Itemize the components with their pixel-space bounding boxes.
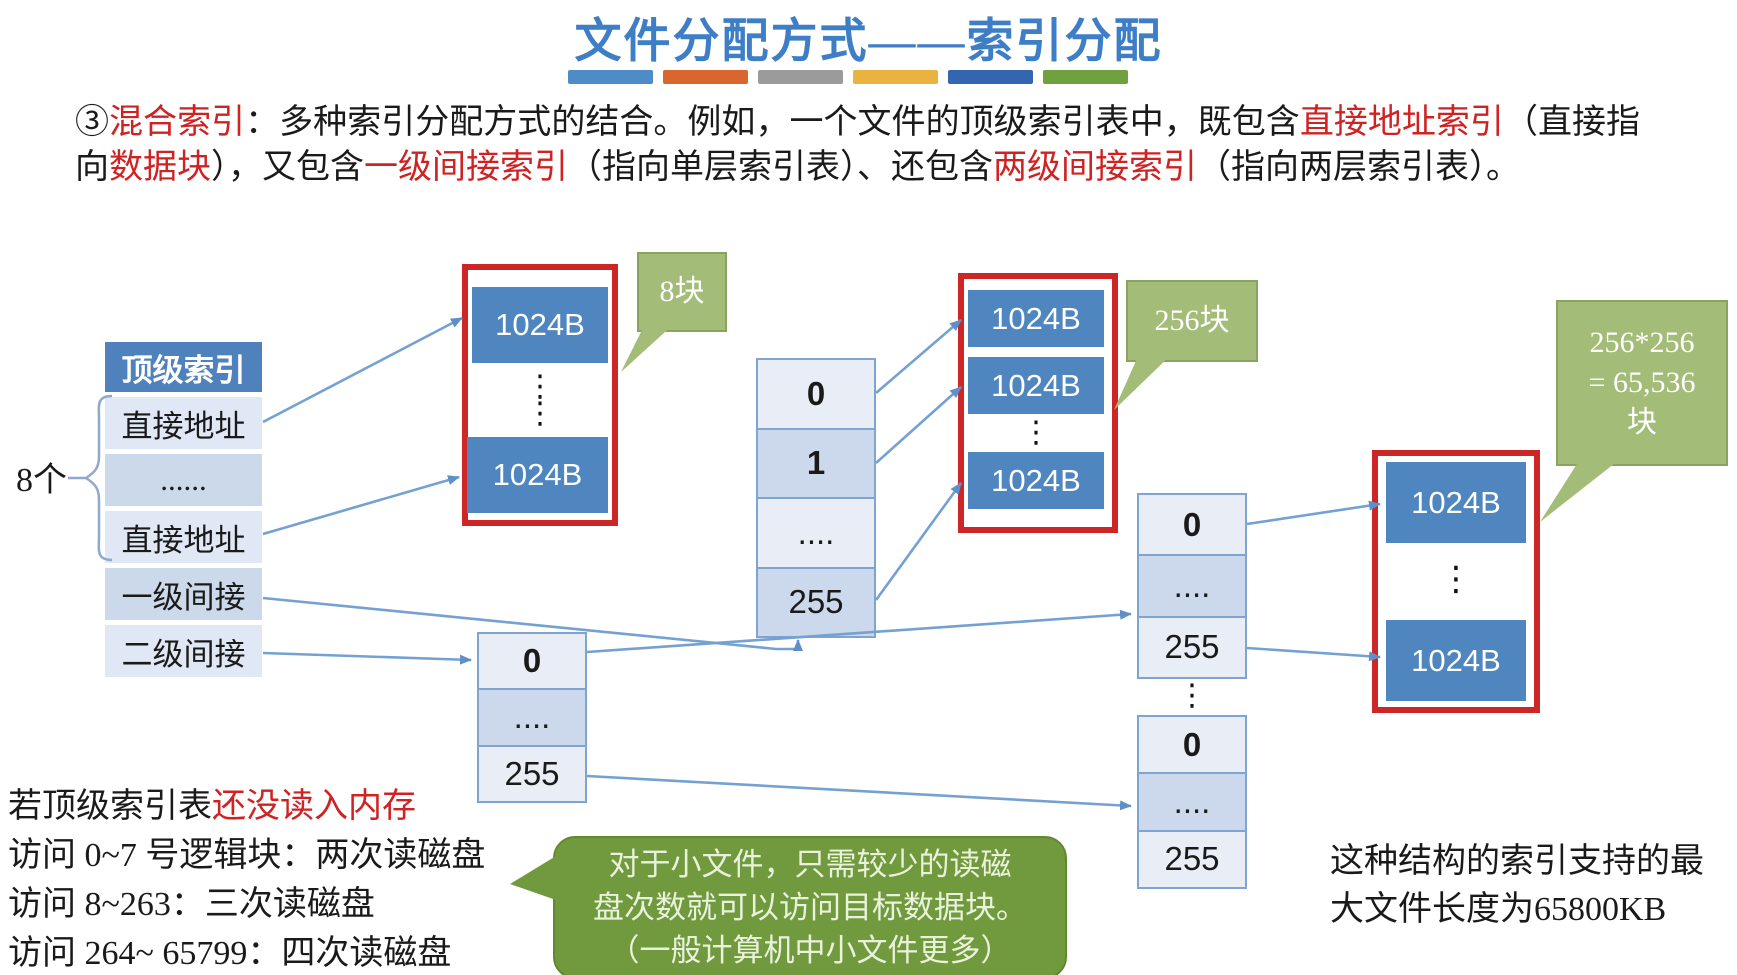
table-row-double-indirect: 二级间接 bbox=[105, 625, 262, 677]
max-file-length-note: 这种结构的索引支持的最 大文件长度为65800KB bbox=[1330, 843, 1704, 928]
index-cell: .... bbox=[1139, 772, 1245, 830]
small-file-note-bubble: 对于小文件，只需较少的读磁 盘次数就可以访问目标数据块。 （一般计算机中小文件更… bbox=[553, 836, 1067, 975]
index-cell: .... bbox=[758, 497, 874, 567]
double-indirect-level2-table-b: 0 .... 255 bbox=[1137, 715, 1247, 889]
title-bar-6 bbox=[1043, 70, 1128, 84]
arrow-direct2-to-block bbox=[262, 475, 460, 536]
intro-segment: （指向两层索引表）。 bbox=[1197, 149, 1520, 186]
arrow-double-indirect-to-table bbox=[262, 651, 472, 665]
data-block: 1024B bbox=[968, 290, 1104, 347]
data-block: 1024B bbox=[1386, 620, 1526, 701]
table-row-ellipsis: ...... bbox=[105, 454, 262, 506]
table-row-direct-2: 直接地址 bbox=[105, 511, 262, 563]
data-block: 1024B bbox=[467, 437, 608, 513]
note-line-memory: 若顶级索引表还没读入内存 bbox=[8, 782, 485, 831]
arrow-l2a-row0-to-block bbox=[1246, 500, 1381, 526]
intro-segment: （指向单层索引表）、还包含 bbox=[568, 149, 993, 186]
data-block: 1024B bbox=[1386, 462, 1526, 543]
index-cell: 255 bbox=[1139, 829, 1245, 887]
index-cell: 255 bbox=[1139, 615, 1245, 677]
index-cell: 0 bbox=[1139, 495, 1245, 555]
note-line-access-3: 访问 264~ 65799：四次读磁盘 bbox=[8, 935, 452, 972]
arrow-row255-to-block bbox=[874, 482, 963, 601]
title-bar-5 bbox=[948, 70, 1033, 84]
double-indirect-level2-table-a: 0 .... 255 bbox=[1137, 493, 1247, 679]
disk-access-notes: 若顶级索引表还没读入内存 访问 0~7 号逻辑块：两次读磁盘 访问 8~263：… bbox=[8, 782, 485, 975]
index-cell: 0 bbox=[479, 634, 585, 689]
intro-segment: ），又包含 bbox=[211, 149, 364, 186]
block-count-badge-256: 256块 bbox=[1126, 280, 1258, 362]
index-cell: 255 bbox=[479, 744, 585, 801]
vertical-ellipsis: ⋮ bbox=[1021, 414, 1051, 450]
index-cell: 0 bbox=[1139, 717, 1245, 773]
title-bar-1 bbox=[568, 70, 653, 84]
note-highlight: 还没读入内存 bbox=[212, 788, 416, 825]
intro-segment: （直接指向 bbox=[75, 104, 1641, 186]
intro-segment-highlight: 两级间接索引 bbox=[993, 149, 1197, 186]
vertical-ellipsis: ⋮ bbox=[1439, 558, 1473, 599]
note-line-access-1: 访问 0~7 号逻辑块：两次读磁盘 bbox=[8, 837, 486, 874]
green-note-tail bbox=[510, 856, 556, 900]
vertical-ellipsis: ⋮ ⋮ bbox=[525, 369, 555, 431]
title-bar-2 bbox=[663, 70, 748, 84]
index-cell: 1 bbox=[758, 427, 874, 497]
table-row-direct-1: 直接地址 bbox=[105, 397, 262, 449]
note-text: 若顶级索引表 bbox=[8, 788, 212, 825]
title-bar-4 bbox=[853, 70, 938, 84]
data-block: 1024B bbox=[968, 452, 1104, 509]
intro-segment-highlight: 数据块 bbox=[109, 149, 211, 186]
top-index-table-header: 顶级索引 bbox=[105, 342, 262, 392]
arrow-l1row255-to-l2b bbox=[586, 774, 1132, 811]
arrow-row0-to-block bbox=[875, 319, 962, 394]
page-title: 文件分配方式——索引分配 bbox=[574, 16, 1163, 68]
double-indirect-level1-table: 0 .... 255 bbox=[477, 632, 587, 803]
index-cell: 0 bbox=[758, 360, 874, 428]
single-indirect-index-table: 0 1 .... 255 bbox=[756, 358, 876, 638]
intro-segment: ③ bbox=[75, 104, 110, 141]
intro-segment-highlight: 混合索引 bbox=[109, 104, 246, 141]
direct-entry-count-label: 8个 bbox=[16, 462, 67, 499]
block-count-badge-65536: 256*256 = 65,536 块 bbox=[1556, 300, 1728, 466]
top-index-table: 顶级索引 直接地址 ...... 直接地址 一级间接 二级间接 bbox=[105, 342, 262, 682]
vertical-ellipsis: ⋮ bbox=[1177, 677, 1207, 713]
note-line-access-2: 访问 8~263：三次读磁盘 bbox=[8, 886, 375, 923]
data-block: 1024B bbox=[472, 287, 608, 363]
table-row-single-indirect: 一级间接 bbox=[105, 568, 262, 620]
title-bar-3 bbox=[758, 70, 843, 84]
index-cell: .... bbox=[1139, 554, 1245, 616]
arrow-l2a-row255-to-block bbox=[1246, 646, 1381, 662]
data-block: 1024B bbox=[968, 357, 1104, 414]
arrow-row1-to-block bbox=[875, 386, 962, 464]
intro-paragraph: ③混合索引：多种索引分配方式的结合。例如，一个文件的顶级索引表中，既包含直接地址… bbox=[75, 100, 1640, 190]
intro-segment-highlight: 一级间接索引 bbox=[364, 149, 568, 186]
index-cell: .... bbox=[479, 688, 585, 745]
intro-segment: ：多种索引分配方式的结合。例如，一个文件的顶级索引表中，既包含 bbox=[245, 104, 1300, 141]
arrow-direct1-to-block bbox=[262, 316, 463, 424]
index-cell: 255 bbox=[758, 566, 874, 636]
block-count-badge-8: 8块 bbox=[637, 252, 727, 332]
intro-segment-highlight: 直接地址索引 bbox=[1299, 104, 1504, 141]
